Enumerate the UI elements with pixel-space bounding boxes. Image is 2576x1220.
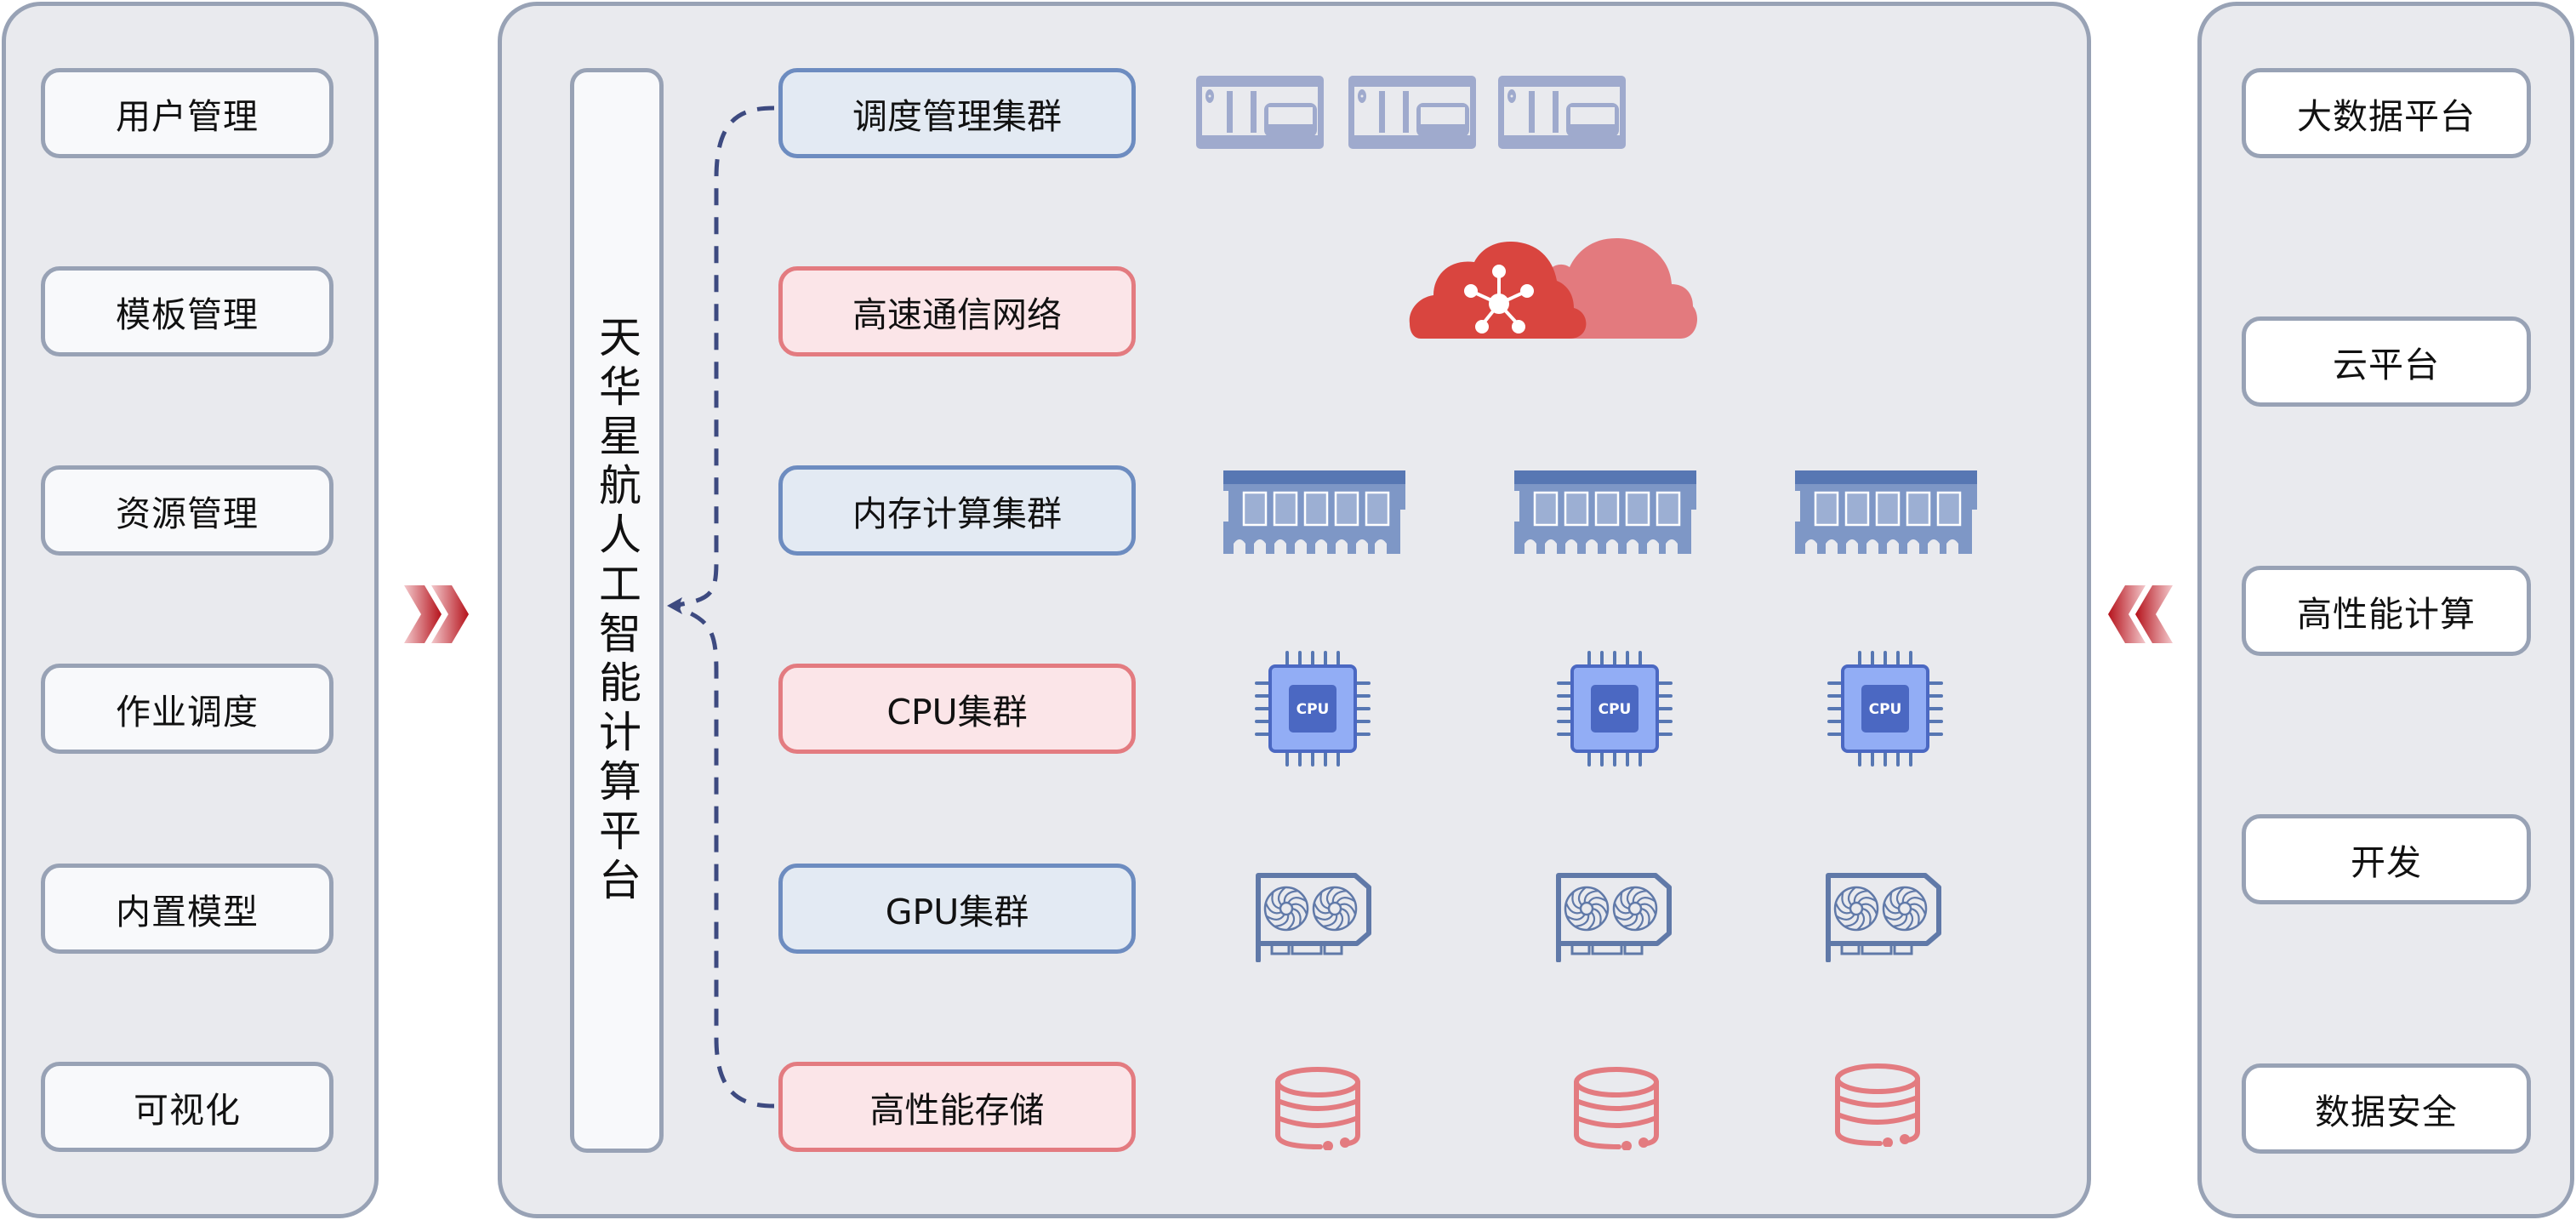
cluster-label: CPU集群	[886, 692, 1028, 733]
gpu-icon	[1826, 873, 1941, 962]
gpu-icon	[1556, 873, 1672, 962]
item-label: 可视化	[134, 1090, 241, 1131]
left-panel-management-functions	[2, 2, 379, 1218]
cpu-chip-label: CPU	[1599, 701, 1632, 718]
server-icon	[1498, 76, 1626, 149]
network-hub-icon	[1464, 265, 1534, 334]
cloud-network-icon	[1409, 238, 1697, 339]
memory-icon	[1223, 470, 1405, 554]
server-icon	[1196, 76, 1324, 149]
platform-title-bar: 天华星航人工智能计算平台	[570, 68, 664, 1153]
cluster-memory-computing[interactable]: 内存计算集群	[778, 465, 1136, 556]
item-label: 用户管理	[116, 96, 259, 137]
item-label: 大数据平台	[2297, 96, 2476, 137]
gpu-icon	[1256, 873, 1371, 962]
cluster-scheduling-management[interactable]: 调度管理集群	[778, 68, 1136, 158]
item-label: 开发	[2351, 842, 2422, 883]
cpu-icon: CPU	[1255, 651, 1371, 767]
cluster-cpu[interactable]: CPU集群	[778, 664, 1136, 754]
cluster-label: 高速通信网络	[852, 294, 1062, 335]
left-item-builtin-models[interactable]: 内置模型	[41, 864, 333, 954]
left-item-visualization[interactable]: 可视化	[41, 1062, 333, 1152]
item-label: 资源管理	[116, 493, 259, 534]
item-label: 数据安全	[2315, 1092, 2458, 1132]
right-item-development[interactable]: 开发	[2242, 814, 2531, 904]
double-chevron-right-icon	[404, 585, 469, 643]
platform-title: 天华星航人工智能计算平台	[592, 314, 641, 907]
right-item-cloud-platform[interactable]: 云平台	[2242, 316, 2531, 407]
memory-icon	[1514, 470, 1696, 554]
database-icon	[1275, 1067, 1360, 1150]
middle-panel-platform	[498, 2, 2091, 1218]
cluster-label: 调度管理集群	[852, 96, 1062, 137]
cpu-icon: CPU	[1557, 651, 1673, 767]
memory-icon	[1795, 470, 1977, 554]
left-item-job-scheduling[interactable]: 作业调度	[41, 664, 333, 754]
item-label: 高性能计算	[2297, 594, 2476, 635]
cpu-icon: CPU	[1827, 651, 1943, 767]
arrowhead-icon	[667, 597, 682, 614]
cluster-high-speed-network[interactable]: 高速通信网络	[778, 266, 1136, 356]
database-icon	[1835, 1063, 1920, 1147]
cluster-label: 高性能存储	[869, 1090, 1045, 1131]
item-label: 作业调度	[116, 692, 259, 733]
double-chevron-left-icon	[2108, 585, 2173, 643]
left-item-resource-management[interactable]: 资源管理	[41, 465, 333, 556]
cluster-high-performance-storage[interactable]: 高性能存储	[778, 1062, 1136, 1152]
cluster-label: 内存计算集群	[852, 493, 1062, 534]
dashed-bracket-connector	[667, 105, 775, 1109]
item-label: 内置模型	[116, 892, 259, 932]
left-item-user-management[interactable]: 用户管理	[41, 68, 333, 158]
right-item-big-data-platform[interactable]: 大数据平台	[2242, 68, 2531, 158]
cluster-label: GPU集群	[885, 892, 1029, 932]
server-icon	[1348, 76, 1476, 149]
cluster-gpu[interactable]: GPU集群	[778, 864, 1136, 954]
right-item-hpc[interactable]: 高性能计算	[2242, 566, 2531, 656]
right-item-data-security[interactable]: 数据安全	[2242, 1063, 2531, 1154]
cpu-chip-label: CPU	[1869, 701, 1902, 718]
item-label: 云平台	[2333, 345, 2440, 385]
left-item-template-management[interactable]: 模板管理	[41, 266, 333, 356]
database-icon	[1574, 1067, 1659, 1150]
cpu-chip-label: CPU	[1297, 701, 1330, 718]
item-label: 模板管理	[116, 294, 259, 335]
